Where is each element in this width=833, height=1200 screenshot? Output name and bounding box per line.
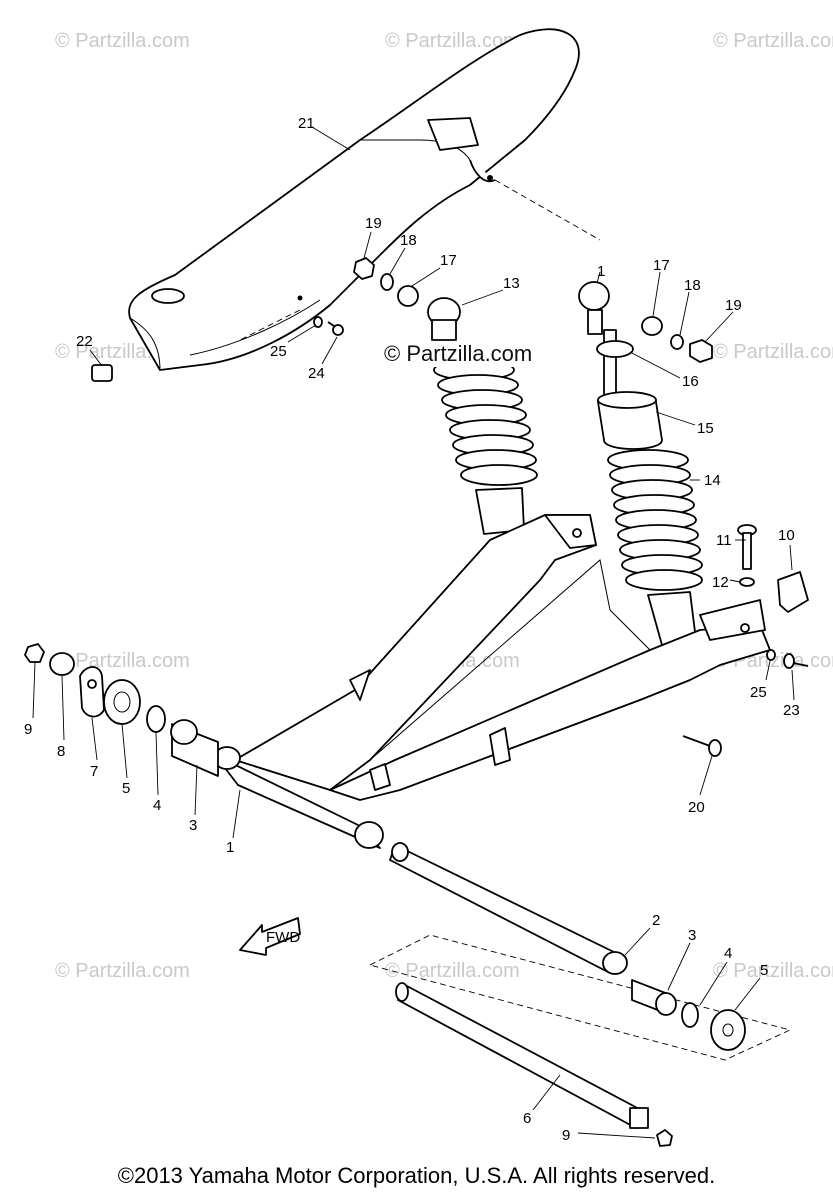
bolt-24 (327, 321, 344, 336)
spring-seat-16 (596, 340, 634, 358)
callout-14: 14 (704, 472, 721, 489)
collar-3-right (631, 979, 677, 1016)
callout-20: 20 (688, 799, 705, 816)
washer-25-right (766, 649, 776, 661)
watermark: © Partzilla.com (385, 30, 520, 52)
shock-absorber-13 (427, 297, 538, 535)
washer-18-left (380, 273, 394, 291)
callout-17-right: 17 (653, 257, 670, 274)
callout-25: 25 (270, 343, 287, 360)
callout-4: 4 (153, 797, 161, 814)
callout-labels: 21 22 25 24 19 18 17 13 1 17 18 19 16 15… (24, 115, 800, 1144)
callout-3-right: 3 (688, 927, 696, 944)
callout-25-right: 25 (750, 684, 767, 701)
copyright-notice: ©2013 Yamaha Motor Corporation, U.S.A. A… (117, 1163, 716, 1188)
chain-case (128, 28, 580, 371)
shaft-2 (389, 842, 628, 975)
shaft-area-box (368, 934, 792, 1061)
fwd-arrow-icon: FWD (239, 917, 301, 956)
thrust-cover-5-right (710, 1009, 746, 1051)
bolt-20 (682, 735, 722, 757)
callout-12: 12 (712, 574, 729, 591)
bushing-17-right (641, 316, 663, 336)
watermark: © Partzilla.com (713, 341, 833, 363)
nut-9-left (24, 643, 45, 663)
watermark: © Partzilla.com (713, 30, 833, 52)
bolt-23 (783, 653, 809, 669)
pivot-bolt-6 (395, 982, 649, 1129)
watermark: © Partzilla.com (55, 650, 190, 672)
callout-6: 6 (523, 1110, 531, 1127)
watermark: © Partzilla.com (55, 960, 190, 982)
callout-23: 23 (783, 702, 800, 719)
callout-5: 5 (122, 780, 130, 797)
thrust-cover-5-left (103, 679, 141, 725)
spring-14 (607, 449, 703, 646)
washer-18-right (670, 334, 684, 350)
washer-25 (313, 316, 323, 328)
callout-18-right: 18 (684, 277, 701, 294)
cap-22 (91, 364, 113, 382)
callout-9-right: 9 (562, 1127, 570, 1144)
washer-12 (739, 577, 755, 587)
swing-arm (213, 514, 771, 849)
callout-1: 1 (597, 263, 605, 280)
callout-22: 22 (76, 333, 93, 350)
callout-17: 17 (440, 252, 457, 269)
watermark: © Partzilla.com (713, 960, 833, 982)
nut-9-right (656, 1129, 673, 1147)
callout-15: 15 (697, 420, 714, 437)
assembly-dashline (494, 179, 601, 241)
callout-8: 8 (57, 743, 65, 760)
watermark: © Partzilla.com (385, 960, 520, 982)
bracket-10 (777, 571, 809, 613)
center-watermark: © Partzilla.com (384, 341, 533, 367)
callout-5-right: 5 (760, 962, 768, 979)
watermark: © Partzilla.com (55, 30, 190, 52)
callout-3: 3 (189, 817, 197, 834)
callout-1-pivot: 1 (226, 839, 234, 856)
callout-10: 10 (778, 527, 795, 544)
fwd-label: FWD (266, 929, 300, 946)
assembly-dashline (239, 309, 301, 341)
callout-21: 21 (298, 115, 315, 132)
callout-24: 24 (308, 365, 325, 382)
callout-9: 9 (24, 721, 32, 738)
nut-19-left (353, 257, 375, 280)
callout-19-right: 19 (725, 297, 742, 314)
callout-2: 2 (652, 912, 660, 929)
callout-19: 19 (365, 215, 382, 232)
callout-11: 11 (716, 532, 732, 549)
swingarm-parts-diagram: FWD 21 (24, 28, 809, 1147)
callout-18: 18 (400, 232, 417, 249)
leader-lines (32, 126, 795, 1139)
nut-19-right (689, 339, 713, 363)
oring-4-left (146, 705, 166, 733)
callout-16: 16 (682, 373, 699, 390)
callout-4-right: 4 (724, 945, 732, 962)
callout-7: 7 (90, 763, 98, 780)
callout-13: 13 (503, 275, 520, 292)
collar-3-left (170, 719, 219, 777)
bolt-11 (737, 524, 757, 570)
oring-4-right (681, 1002, 699, 1028)
nut-8 (49, 652, 75, 676)
cover-15 (597, 391, 663, 450)
plate-7 (79, 666, 105, 718)
bushing-17-left (397, 285, 419, 307)
